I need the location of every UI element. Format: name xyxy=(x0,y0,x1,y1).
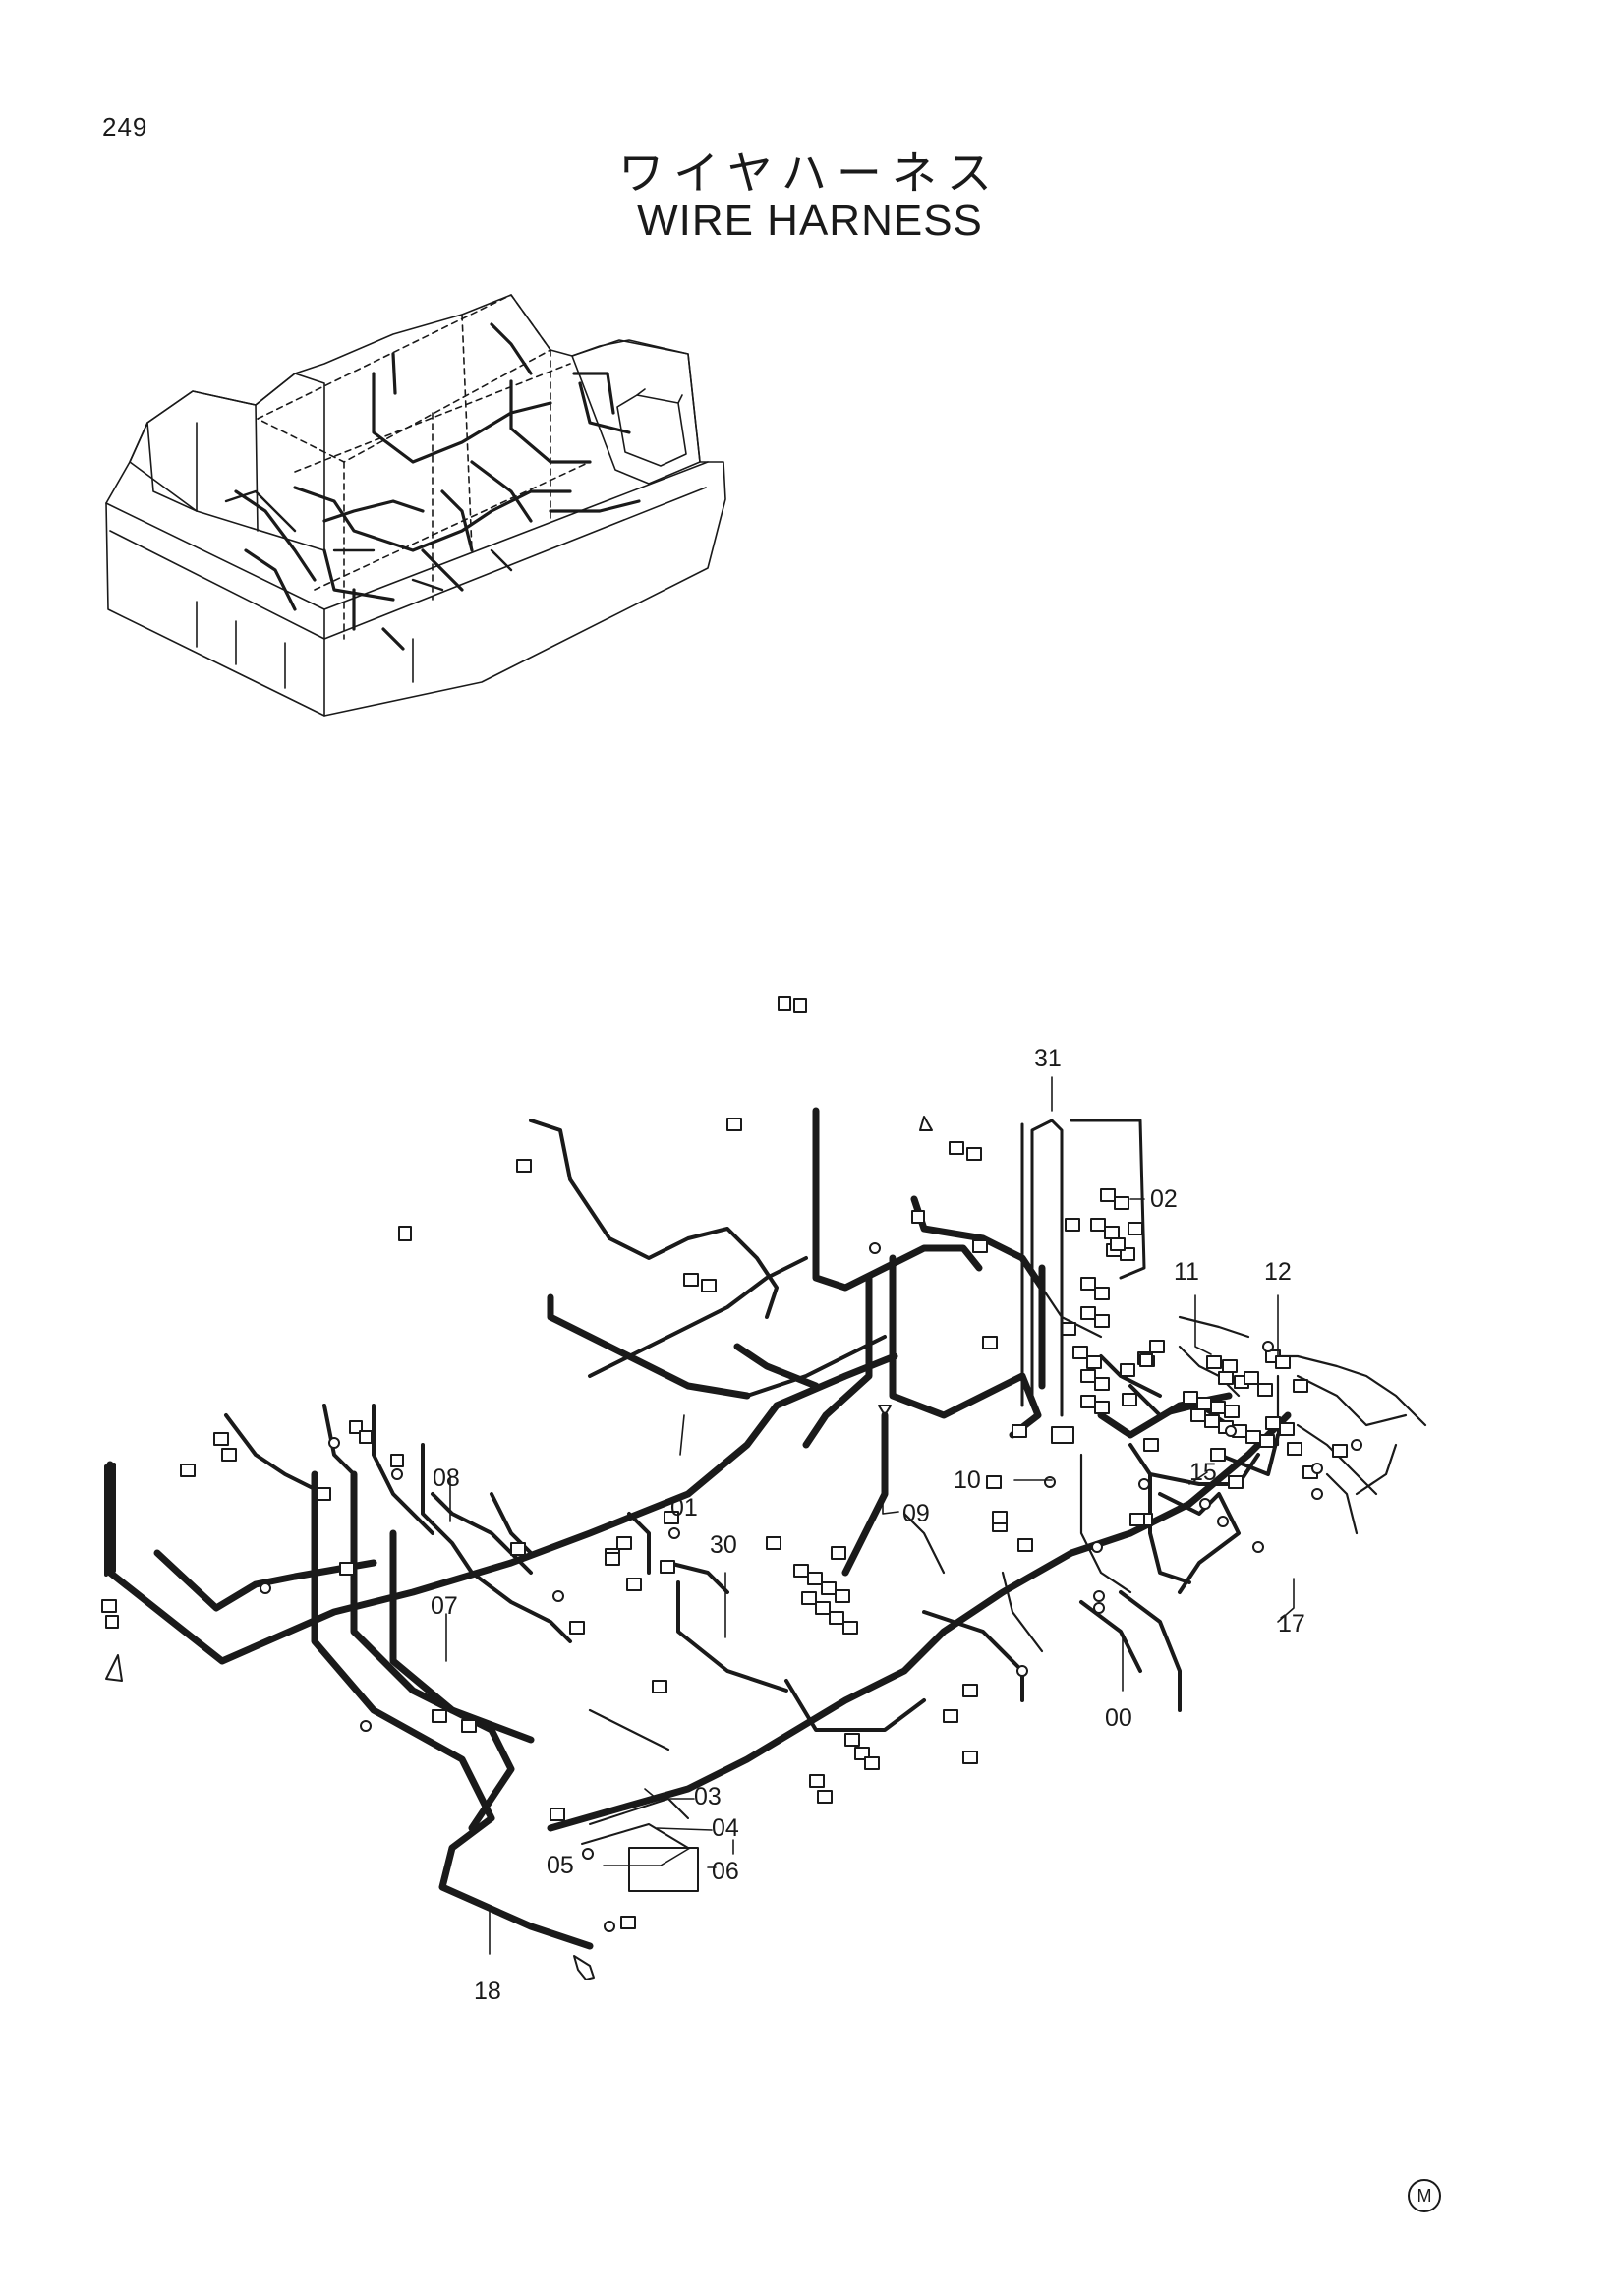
callout-02: 02 xyxy=(1150,1185,1178,1213)
callout-04: 04 xyxy=(712,1814,739,1842)
callout-11: 11 xyxy=(1174,1258,1199,1286)
title-japanese: ワイヤハーネス xyxy=(618,146,1002,200)
relay-column xyxy=(1020,1119,1146,1417)
callout-05: 05 xyxy=(547,1852,574,1879)
title-english: WIRE HARNESS xyxy=(637,197,983,245)
callout-17: 17 xyxy=(1278,1610,1305,1637)
callout-03: 03 xyxy=(694,1783,722,1810)
callout-07: 07 xyxy=(431,1592,458,1620)
bottom-plug xyxy=(105,1116,933,1980)
ring-terminals xyxy=(260,1242,1362,1932)
callout-labels: 31 02 11 12 08 01 09 10 15 30 07 17 00 0… xyxy=(431,1045,1305,2005)
page-number: 249 xyxy=(102,112,148,142)
callout-12: 12 xyxy=(1264,1258,1292,1286)
callout-08: 08 xyxy=(433,1464,460,1492)
harness-bundles xyxy=(104,1107,1427,1950)
callout-01: 01 xyxy=(670,1494,698,1521)
callout-18: 18 xyxy=(474,1978,501,2005)
machine-overview-illustration xyxy=(105,294,726,717)
callout-30: 30 xyxy=(710,1531,737,1559)
callout-00: 00 xyxy=(1105,1704,1132,1732)
callout-15: 15 xyxy=(1189,1459,1217,1486)
callout-31: 31 xyxy=(1034,1045,1062,1072)
callout-10: 10 xyxy=(954,1466,981,1494)
corner-m-mark: M xyxy=(1408,2179,1441,2212)
callout-06: 06 xyxy=(712,1858,739,1885)
callout-09: 09 xyxy=(902,1500,930,1527)
leader-lines xyxy=(445,1076,1295,1955)
